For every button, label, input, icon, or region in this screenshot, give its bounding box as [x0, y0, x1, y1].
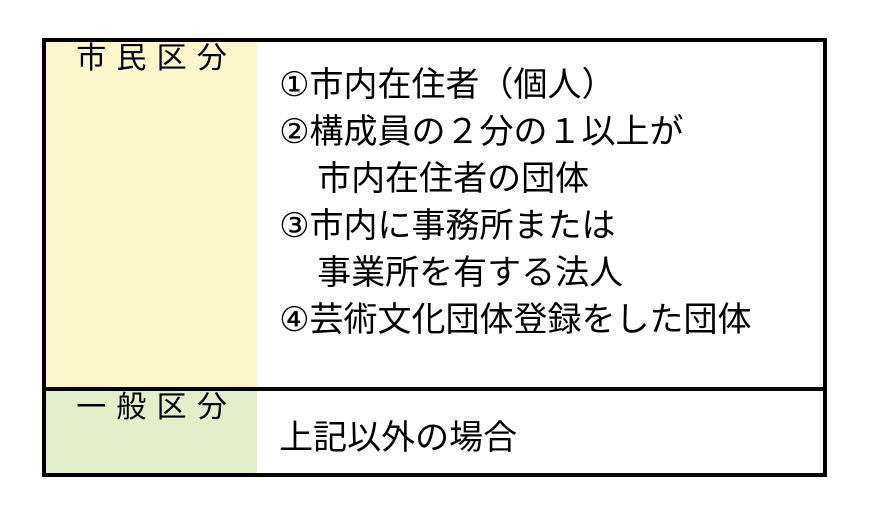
cell-body-general-classification: 上記以外の場合 — [257, 389, 825, 475]
table-body: 市民区分 ①市内在住者（個人） ②構成員の２分の１以上が 市内在住者の団体 ③市… — [44, 40, 825, 475]
cell-body-citizen-classification: ①市内在住者（個人） ②構成員の２分の１以上が 市内在住者の団体 ③市内に事務所… — [257, 40, 825, 392]
table-row-citizen: 市民区分 ①市内在住者（個人） ②構成員の２分の１以上が 市内在住者の団体 ③市… — [44, 40, 825, 392]
classification-table: 市民区分 ①市内在住者（個人） ②構成員の２分の１以上が 市内在住者の団体 ③市… — [42, 38, 827, 477]
body-line-citizen-3: 市内在住者の団体 — [317, 160, 590, 198]
label-general-classification: 一般区分 — [76, 391, 238, 425]
body-line-citizen-1: ①市内在住者（個人） — [279, 66, 616, 104]
body-line-citizen-6: ④芸術文化団体登録をした団体 — [279, 301, 752, 339]
cell-label-general-classification: 一般区分 — [44, 389, 258, 475]
body-line-general-1: 上記以外の場合 — [279, 419, 518, 458]
body-line-citizen-4: ③市内に事務所または — [279, 207, 616, 245]
table-row-general: 一般区分 上記以外の場合 — [44, 389, 825, 475]
body-line-list-general: 上記以外の場合 — [257, 391, 823, 462]
body-line-list-citizen: ①市内在住者（個人） ②構成員の２分の１以上が 市内在住者の団体 ③市内に事務所… — [257, 42, 823, 344]
body-line-citizen-5: 事業所を有する法人 — [317, 254, 624, 292]
cell-label-citizen-classification: 市民区分 — [44, 40, 258, 392]
label-citizen-classification: 市民区分 — [76, 42, 238, 75]
body-line-citizen-2: ②構成員の２分の１以上が — [279, 113, 684, 151]
